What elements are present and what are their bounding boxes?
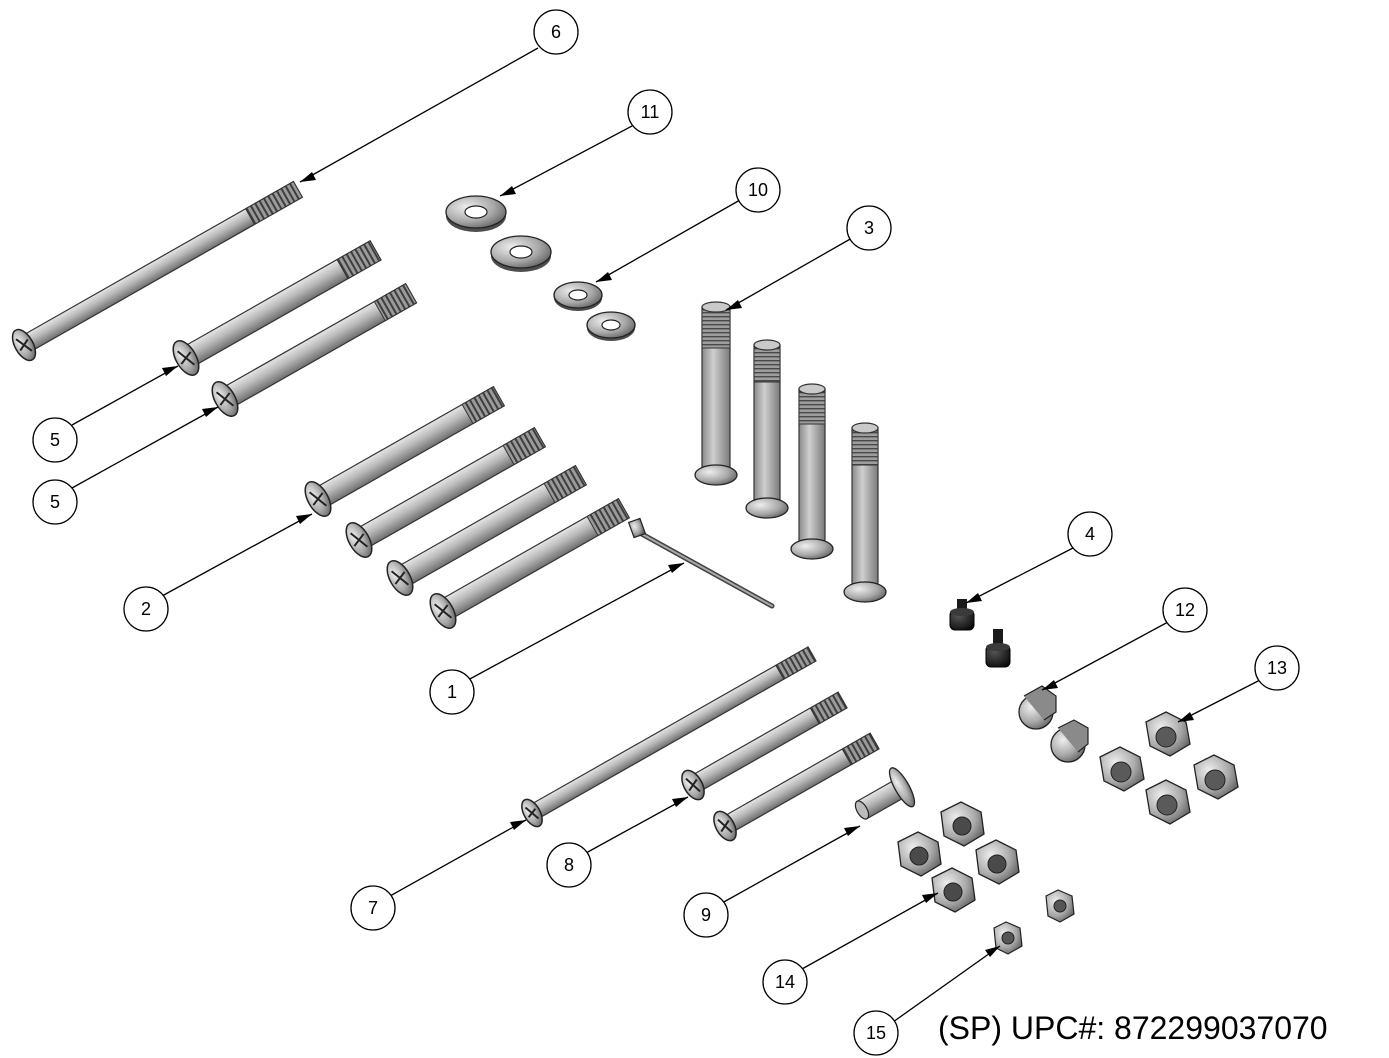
hex-nut-part-14-a — [897, 831, 942, 877]
bolt-part-3-d — [843, 422, 887, 603]
bolt-part-2-a — [304, 385, 506, 517]
bolt-part-8-a — [681, 691, 848, 801]
balloon-5-lower-label: 5 — [50, 492, 60, 512]
balloon-13-label: 13 — [1267, 658, 1287, 678]
acorn-nut-part-12-a — [1018, 685, 1057, 730]
balloon-5-upper: 5 — [32, 365, 179, 463]
socket-screw-part-4-a — [949, 599, 975, 631]
bolt-part-5-lower — [211, 282, 418, 417]
washer-part-10-a — [553, 281, 603, 311]
upc-label: (SP) UPC#: 872299037070 — [938, 1010, 1328, 1046]
bolt-part-2-d — [429, 497, 631, 629]
bolt-part-8-b — [713, 732, 880, 842]
balloon-8-label: 8 — [564, 855, 574, 875]
hex-nut-part-14-c — [975, 839, 1020, 885]
balloon-11-label: 11 — [641, 102, 660, 122]
washer-part-11-a — [445, 195, 507, 232]
balloon-3: 3 — [725, 205, 892, 311]
balloon-6: 6 — [299, 9, 579, 183]
washer-part-10-b — [586, 311, 636, 341]
balloon-14: 14 — [762, 892, 939, 1005]
balloon-14-label: 14 — [775, 972, 795, 992]
nylock-nut-part-13-b — [1099, 746, 1145, 792]
washer-part-11-b — [490, 235, 552, 272]
balloon-1: 1 — [429, 562, 685, 715]
small-nut-part-15-b — [993, 921, 1023, 955]
nylock-nut-part-13-d — [1145, 779, 1191, 825]
balloon-8: 8 — [546, 796, 689, 888]
hex-nut-part-14-d — [931, 867, 976, 913]
balloon-1-label: 1 — [447, 682, 457, 702]
hex-nut-part-14-b — [940, 801, 985, 847]
balloon-5-upper-label: 5 — [50, 430, 60, 450]
balloon-12-label: 12 — [1175, 600, 1195, 620]
small-nut-part-15-a — [1045, 889, 1075, 923]
balloon-4: 4 — [965, 511, 1113, 604]
balloon-9: 9 — [683, 825, 861, 938]
bolt-part-7 — [521, 646, 817, 828]
balloon-2: 2 — [123, 513, 313, 632]
acorn-nut-part-12-b — [1050, 719, 1089, 763]
bolt-part-3-b — [745, 339, 789, 519]
bolt-part-2-b — [345, 426, 547, 558]
balloon-3-label: 3 — [864, 218, 874, 238]
bolt-part-2-c — [386, 464, 588, 596]
balloon-5-lower: 5 — [32, 406, 219, 525]
balloon-12: 12 — [1041, 587, 1208, 691]
allen-key-part-1 — [627, 517, 775, 609]
bolt-part-6 — [11, 180, 304, 362]
bolt-part-5-upper — [172, 239, 382, 376]
balloon-9-label: 9 — [701, 905, 711, 925]
nylock-nut-part-13-c — [1193, 754, 1239, 800]
bolt-part-3-c — [790, 383, 834, 560]
balloon-2-label: 2 — [141, 599, 151, 619]
balloon-15: 15 — [853, 945, 1001, 1056]
balloon-15-label: 15 — [866, 1023, 886, 1043]
socket-screw-part-4-b — [985, 629, 1011, 668]
nylock-nut-part-13-a — [1145, 711, 1191, 757]
balloon-6-label: 6 — [551, 22, 561, 42]
balloon-10-label: 10 — [748, 180, 768, 200]
balloon-7-label: 7 — [368, 898, 378, 918]
balloon-7: 7 — [350, 819, 527, 931]
balloon-10: 10 — [595, 167, 781, 283]
balloon-11: 11 — [499, 89, 673, 197]
balloon-13: 13 — [1177, 645, 1300, 723]
bolt-part-3-a — [694, 301, 738, 486]
balloon-4-label: 4 — [1085, 524, 1095, 544]
connector-bolt-part-9 — [854, 767, 916, 820]
